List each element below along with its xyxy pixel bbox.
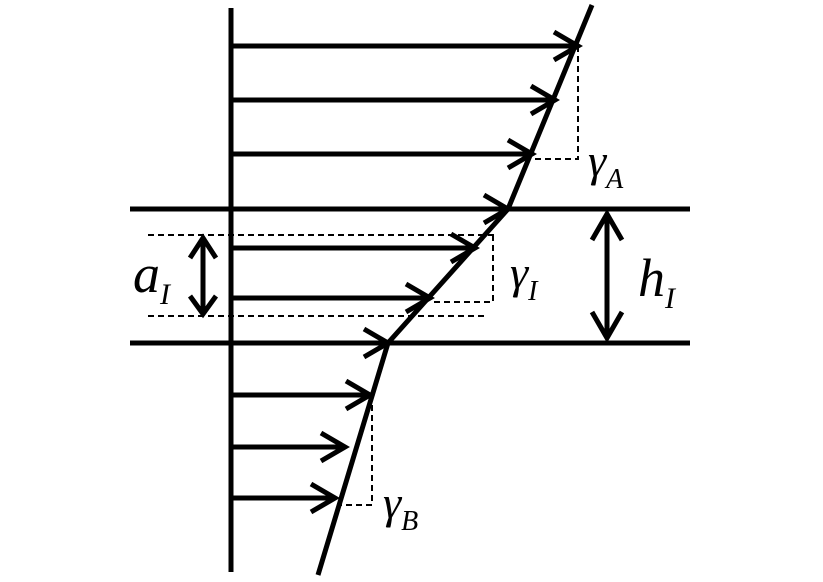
h-i-dimension-arrow xyxy=(589,208,625,344)
dashed-guides xyxy=(148,46,579,506)
gamma-b-triangle xyxy=(340,395,373,506)
gamma-i-triangle xyxy=(430,235,494,303)
velocity-arrow xyxy=(231,281,435,315)
velocity-arrow xyxy=(231,83,560,117)
velocity-arrow xyxy=(231,192,513,226)
velocity-arrow xyxy=(231,430,350,464)
velocity-arrow xyxy=(231,29,583,63)
a-i-dimension-arrow xyxy=(187,233,219,319)
a-i-label: aI xyxy=(133,244,172,311)
velocity-profile-curve xyxy=(315,4,595,576)
velocity-arrow xyxy=(231,231,480,265)
velocity-arrow xyxy=(231,481,340,515)
gamma-i-label: γI xyxy=(510,247,539,307)
velocity-arrow xyxy=(231,137,537,171)
h-i-label: hI xyxy=(638,248,677,315)
gamma-a-label: γA xyxy=(588,135,624,195)
gamma-a-triangle xyxy=(532,46,579,160)
velocity-arrow xyxy=(231,326,393,360)
velocity-arrow xyxy=(231,378,375,412)
gamma-b-label: γB xyxy=(383,477,418,537)
